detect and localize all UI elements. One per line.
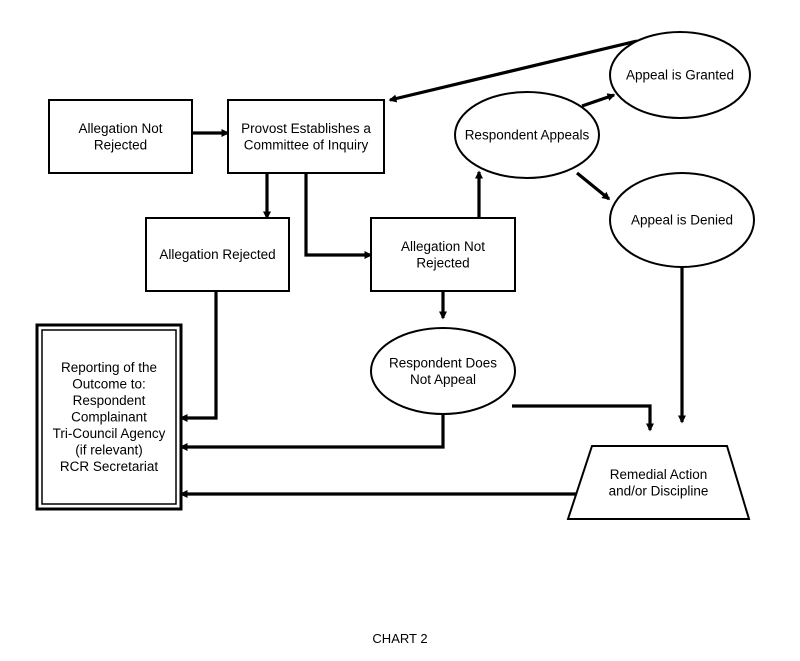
arrow-respondent-does-not-appeal-to-reporting — [179, 414, 445, 451]
arrow-respondent-appeals-to-appeal-denied — [575, 171, 611, 201]
ellipse — [370, 327, 516, 415]
node-label-line: Not Appeal — [410, 372, 476, 387]
node-label-line: Rejected — [94, 137, 147, 152]
outer-border — [35, 323, 183, 511]
node-appeal-denied: Appeal is Denied — [609, 172, 755, 268]
arrow-appeal-granted-to-provost — [388, 39, 638, 103]
node-label-line: Reporting of the — [61, 360, 157, 375]
ellipse — [609, 172, 755, 268]
box — [48, 99, 193, 174]
node-label-line: Allegation Not — [401, 239, 485, 254]
node-label-line: Appeal is Granted — [626, 68, 734, 83]
arrow-respondent-appeals-to-appeal-granted — [581, 93, 616, 108]
arrow-respondent-does-not-appeal-to-remedial — [512, 404, 654, 432]
node-label-line: Allegation Not — [78, 121, 162, 136]
ellipse — [454, 91, 600, 179]
node-respondent-appeals: Respondent Appeals — [454, 91, 600, 179]
node-label-line: Rejected — [416, 255, 469, 270]
node-allegation-rejected: Allegation Rejected — [145, 217, 290, 292]
box — [227, 99, 385, 174]
ellipse — [609, 31, 751, 119]
chart-caption: CHART 2 — [372, 631, 428, 646]
node-appeal-granted: Appeal is Granted — [609, 31, 751, 119]
node-label-line: Outcome to: — [72, 377, 146, 392]
node-label-line: Tri-Council Agency — [53, 426, 166, 441]
node-label-line: RCR Secretariat — [60, 459, 159, 474]
arrow-allegation-rejected-to-reporting — [179, 291, 218, 422]
box — [370, 217, 516, 292]
node-label-line: and/or Discipline — [609, 483, 709, 498]
node-label-line: Complainant — [71, 410, 147, 425]
trapezoid — [566, 445, 751, 520]
node-label-line: Respondent — [73, 393, 146, 408]
node-label-line: Provost Establishes a — [241, 121, 371, 136]
box — [145, 217, 290, 292]
node-label-line: Remedial Action — [610, 467, 708, 482]
node-label-line: Respondent Does — [389, 355, 497, 370]
node-label-line: Committee of Inquiry — [244, 137, 369, 152]
node-label-line: (if relevant) — [75, 443, 143, 458]
arrow-provost-to-allegation-not-rejected-mid — [304, 173, 373, 259]
node-label-line: Appeal is Denied — [631, 213, 733, 228]
node-label-line: Allegation Rejected — [159, 247, 275, 262]
node-label-line: Respondent Appeals — [465, 128, 590, 143]
inner-border — [41, 329, 177, 505]
